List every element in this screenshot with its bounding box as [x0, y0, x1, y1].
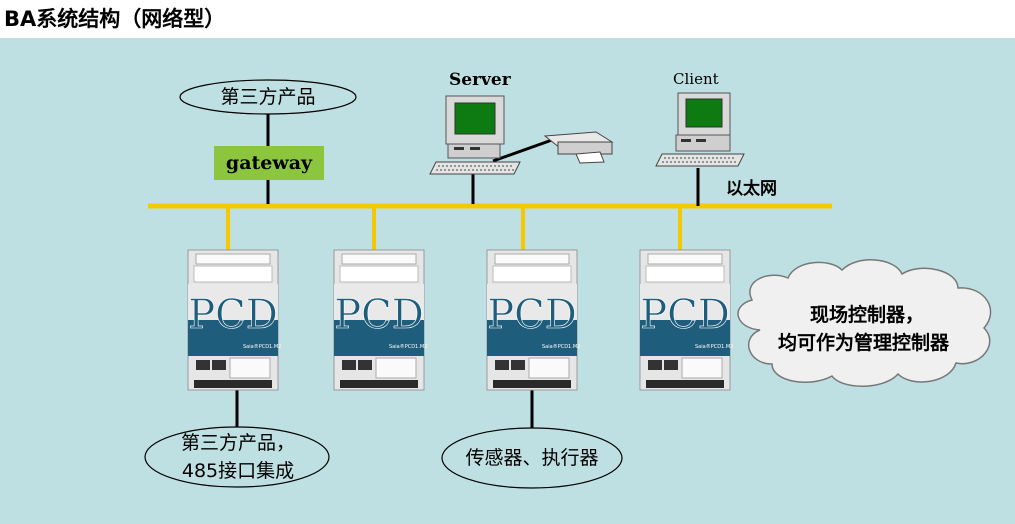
page-title: BA系统结构（网络型） [4, 7, 226, 31]
pcd-brand-text: PCD [188, 292, 278, 338]
third-party-bottom-line1: 第三方产品， [180, 432, 295, 454]
sensors-label: 传感器、执行器 [465, 447, 599, 469]
cloud-label-line1: 现场控制器， [810, 304, 925, 326]
third-party-top-label: 第三方产品 [220, 86, 316, 108]
pcd-controller-2: PCD Saia®PCD1.M2 [333, 249, 427, 391]
third-party-bottom-ellipse [144, 426, 330, 488]
ethernet-label: 以太网 [726, 179, 777, 199]
network-diagram: PCD Saia®PCD1.M2 PCD Saia®PCD1.M2 [0, 38, 1015, 524]
server-label: Server [449, 70, 511, 90]
client-computer [655, 92, 745, 167]
cloud-shape [737, 259, 992, 387]
pcd-model-text: Saia®PCD1.M2 [695, 343, 733, 350]
printer-cable [492, 138, 553, 163]
pcd-controller-3: PCD Saia®PCD1.M2 [486, 249, 580, 391]
cloud-label-line2: 均可作为管理控制器 [778, 332, 950, 354]
pcd-model-text: Saia®PCD1.M2 [243, 343, 281, 350]
pcd-controller-4: PCD Saia®PCD1.M2 [639, 249, 733, 391]
client-label: Client [673, 70, 719, 88]
gateway-label: gateway [225, 152, 313, 174]
pcd-model-text: Saia®PCD1.M2 [542, 343, 580, 350]
pcd-brand-text: PCD [334, 292, 424, 338]
pcd-controller-1: PCD Saia®PCD1.M2 [187, 249, 281, 391]
pcd-model-text: Saia®PCD1.M2 [389, 343, 427, 350]
diagram-canvas: PCD Saia®PCD1.M2 PCD Saia®PCD1.M2 [144, 79, 992, 489]
bus-drops [226, 206, 682, 250]
third-party-bottom-line2: 485接口集成 [181, 460, 295, 482]
third-party-top-ellipse [179, 79, 357, 115]
server-computer [429, 95, 521, 175]
printer [543, 131, 614, 164]
pcd-brand-text: PCD [487, 292, 577, 338]
sensors-ellipse [441, 427, 623, 489]
gateway-box [214, 146, 324, 180]
pcd-brand-text: PCD [640, 292, 730, 338]
